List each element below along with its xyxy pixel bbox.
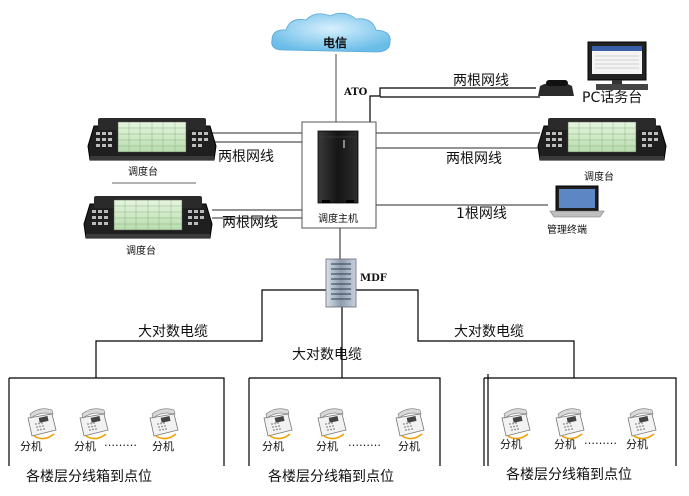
floor-box-right — [483, 374, 677, 466]
floor-title-left: 各楼层分线箱到点位 — [26, 469, 152, 485]
connection-lines — [95, 54, 575, 378]
cloud-label: 电信 — [323, 36, 348, 50]
cable-label-right: 大对数电缆 — [454, 324, 524, 340]
extension-label: 分机 — [152, 440, 174, 453]
pc-console-label: PC话务台 — [582, 90, 643, 106]
dispatch-console-left-bottom — [83, 195, 213, 239]
ellipsis-dots: ……… — [104, 436, 137, 449]
floor-box-left — [8, 377, 225, 466]
floor-title-middle: 各楼层分线箱到点位 — [268, 469, 394, 485]
laptop-icon — [549, 185, 605, 218]
extension-label: 分机 — [316, 440, 338, 453]
extension-label: 分机 — [262, 440, 284, 453]
extension-label: 分机 — [20, 440, 42, 453]
link-label-left-top: 两根网线 — [218, 149, 274, 165]
dispatch-console-left-top — [87, 117, 217, 161]
mdf-label: MDF — [360, 273, 387, 284]
dispatch-host-box — [301, 121, 377, 229]
cable-label-middle: 大对数电缆 — [292, 347, 362, 363]
floor-box-middle — [248, 377, 441, 466]
mdf-frame — [325, 258, 357, 308]
cable-label-left: 大对数电缆 — [138, 324, 208, 340]
link-label-mgmt: 1根网线 — [456, 206, 507, 222]
console-label-right: 调度台 — [584, 172, 614, 183]
ellipsis-dots: ……… — [348, 436, 381, 449]
console-label-left-bottom: 调度台 — [126, 246, 156, 257]
link-label-right: 两根网线 — [446, 151, 502, 167]
extension-label: 分机 — [74, 440, 96, 453]
extension-label: 分机 — [398, 440, 420, 453]
link-label-left-bottom: 两根网线 — [222, 215, 278, 231]
floor-title-right: 各楼层分线箱到点位 — [506, 467, 632, 483]
host-label: 调度主机 — [318, 214, 358, 225]
extension-label: 分机 — [626, 438, 648, 451]
ato-label: ATO — [344, 87, 368, 98]
extension-label: 分机 — [554, 438, 576, 451]
dispatch-console-right — [537, 117, 667, 161]
pc-console-icon — [538, 41, 648, 96]
ellipsis-dots: ……… — [584, 434, 617, 447]
telecom-cloud — [271, 12, 391, 53]
extension-label: 分机 — [500, 438, 522, 451]
link-label-pc: 两根网线 — [453, 73, 509, 89]
mgmt-label: 管理终端 — [547, 225, 587, 236]
console-label-left-top: 调度台 — [128, 167, 158, 178]
